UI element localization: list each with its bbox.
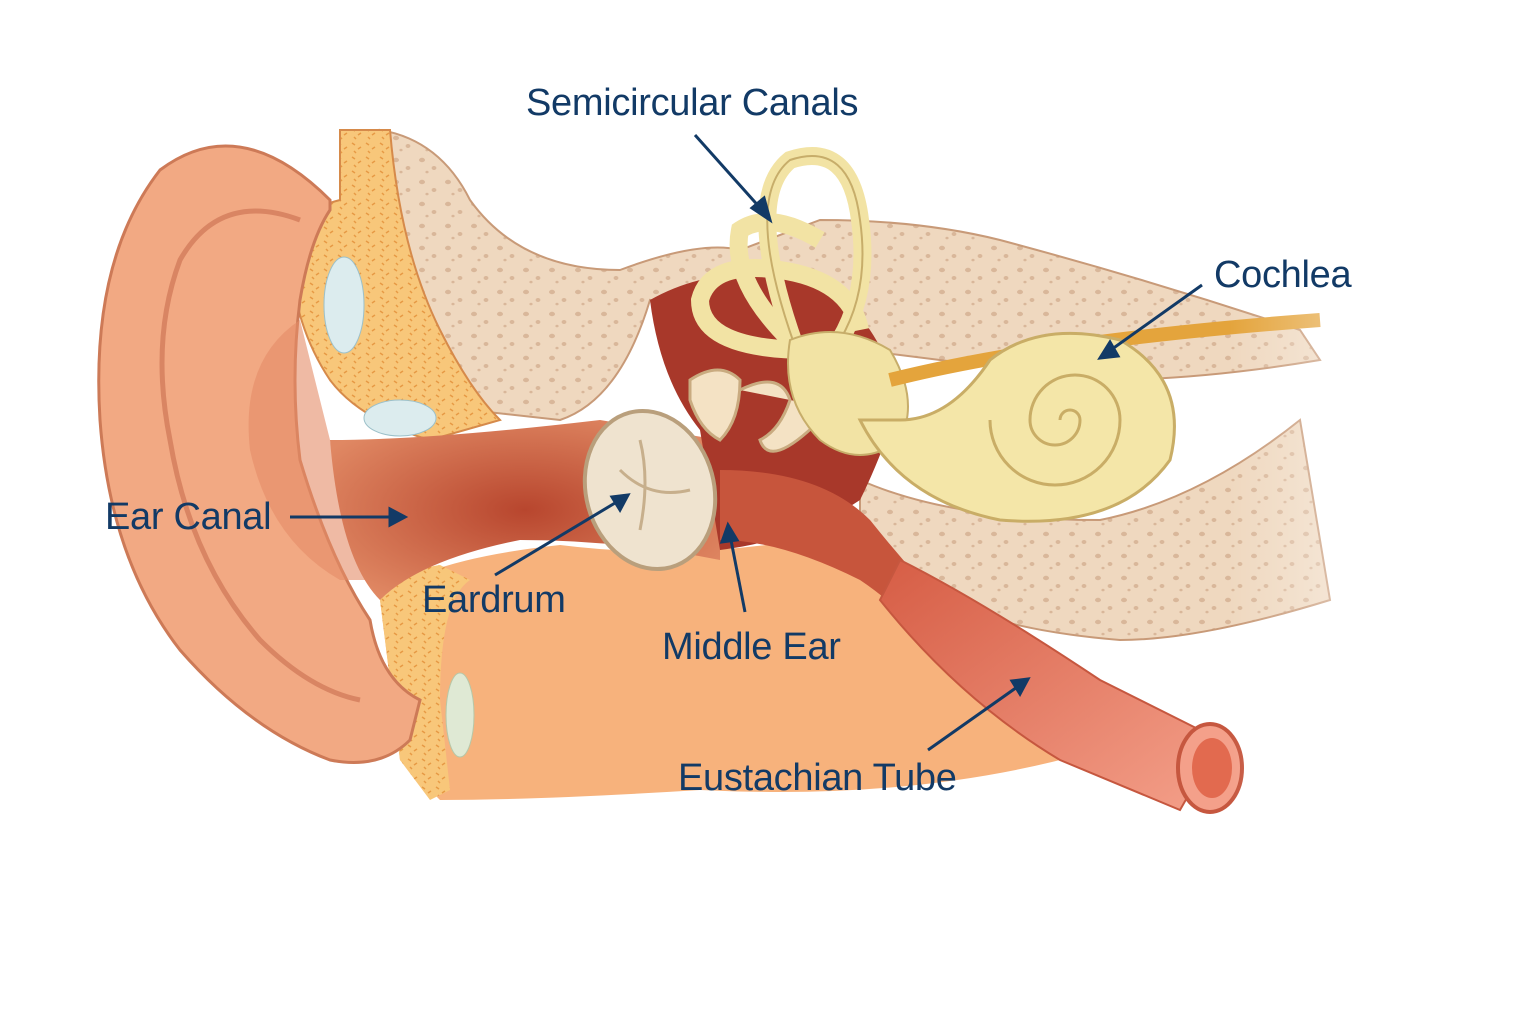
arrow-cochlea [1107, 283, 1203, 354]
label-ear-canal: Ear Canal [105, 496, 272, 538]
arrow-eustachian-tube [927, 683, 1021, 752]
label-eustachian-tube: Eustachian Tube [678, 757, 957, 799]
label-cochlea: Cochlea [1214, 254, 1352, 296]
label-semicircular-canals: Semicircular Canals [526, 82, 859, 124]
arrow-eardrum [494, 498, 621, 577]
label-middle-ear: Middle Ear [662, 626, 841, 668]
label-arrows [290, 134, 1203, 752]
arrow-semicircular-canals [693, 134, 764, 211]
arrow-middle-ear [728, 534, 747, 613]
label-eardrum: Eardrum [422, 579, 566, 621]
